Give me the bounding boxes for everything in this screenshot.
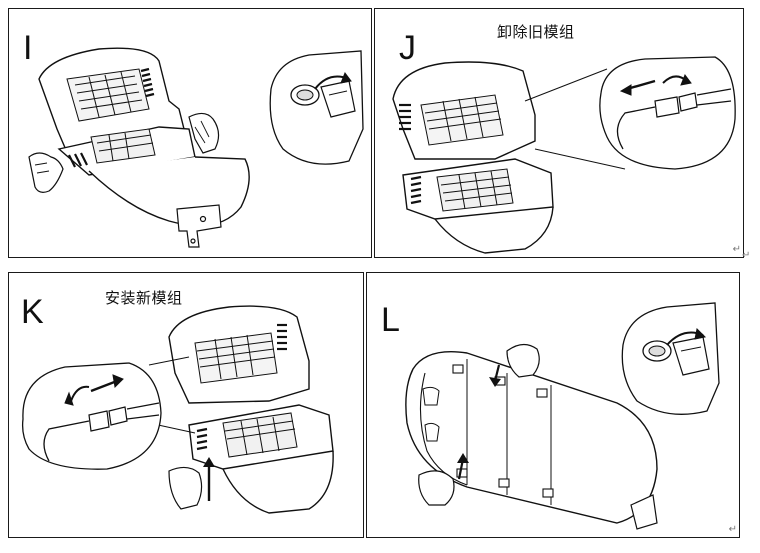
step-letter-l: L [381,301,400,339]
illustration-install-module [21,305,334,514]
illustration-remove-module [392,56,736,254]
hatch-strip [140,67,155,98]
led-module-upper [194,332,278,384]
panel-step-i: I [8,8,372,258]
detail-callout-connector [599,56,736,170]
hand-left [28,152,64,193]
paragraph-mark: ↵ [732,244,741,255]
hand-top [506,343,540,378]
panel-step-l: L [366,272,740,538]
panel-step-k: K 安装新模组 [8,272,364,538]
led-module-lower [222,412,298,458]
hand-bottom [418,470,455,506]
detail-callout-connector [21,362,162,470]
illustration-close-housing [405,302,720,530]
mounting-bracket [630,494,658,530]
mounting-bracket [176,204,222,248]
panel-step-j: J 卸除旧模组 [374,8,744,258]
paragraph-mark: ↵ [728,524,737,535]
detail-callout-clip [621,302,720,415]
led-module-lower [90,128,156,164]
detail-callout-clip [269,50,364,165]
step-letter-j: J [399,29,416,67]
led-module-upper [66,68,150,122]
caption-remove-old-module: 卸除旧模组 [497,23,575,41]
led-module-upper [420,94,504,146]
paragraph-mark: ↵ [742,250,751,261]
led-module-lower [436,168,514,212]
step-letter-i: I [23,29,33,67]
illustration-remove-cover [28,47,364,248]
step-letter-k: K [21,293,44,331]
hand-pushing [168,466,203,510]
hand-right [188,112,220,154]
caption-install-new-module: 安装新模组 [105,289,183,307]
